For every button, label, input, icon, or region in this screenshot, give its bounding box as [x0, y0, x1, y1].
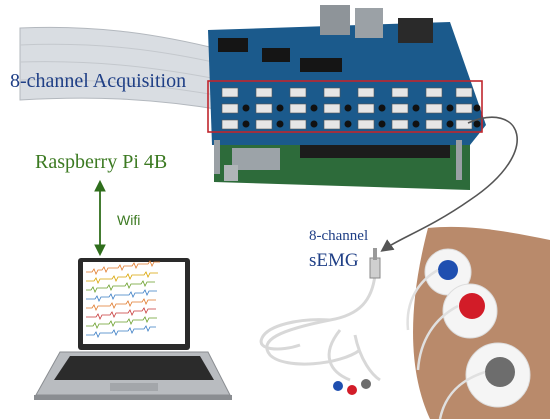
- raspberry-pi-board: [214, 138, 470, 190]
- acquisition-label: 8-channel Acquisition: [10, 70, 187, 92]
- laptop: [34, 258, 232, 400]
- wifi-label: Wifi: [117, 212, 141, 228]
- wifi-link-arrow: [94, 179, 106, 257]
- semg-plug: [369, 248, 381, 279]
- electrode-gray: [465, 342, 531, 408]
- channel-highlight-frame: [207, 80, 483, 133]
- electrode-blue: [424, 248, 472, 296]
- connection-arrow: [380, 116, 518, 252]
- channel-count-label: 8-channel: [309, 228, 369, 244]
- acquisition-board: [208, 5, 486, 180]
- raspberry-pi-label: Raspberry Pi 4B: [35, 151, 168, 173]
- semg-cable: [259, 274, 381, 382]
- ribbon-cable: [19, 26, 223, 111]
- emg-waveforms: [86, 260, 160, 338]
- snap-connectors: [333, 379, 371, 395]
- semg-label: sEMG: [309, 250, 359, 271]
- electrode-red: [442, 283, 498, 339]
- jack-array: [221, 87, 473, 130]
